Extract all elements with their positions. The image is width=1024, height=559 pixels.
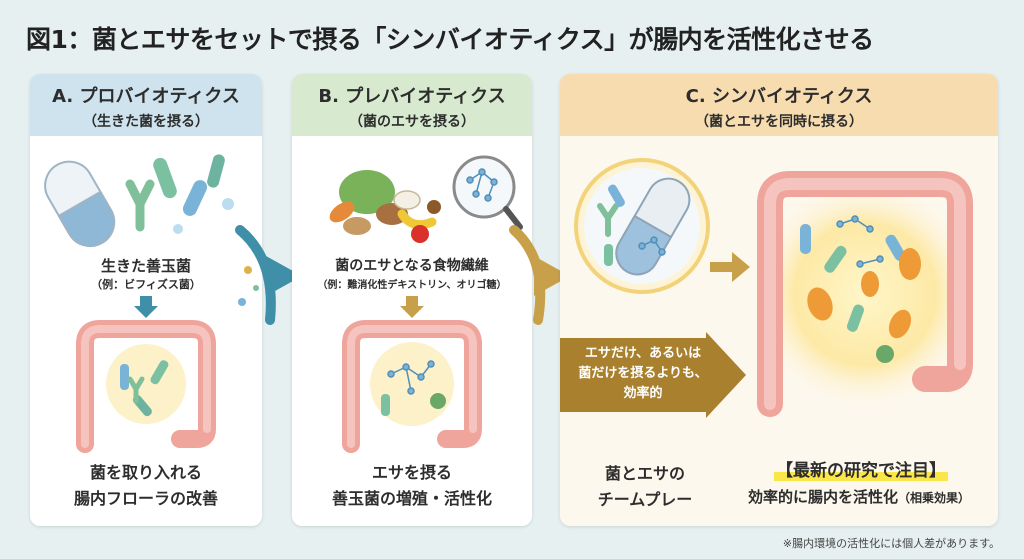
panel-synbiotics-subheading: （菌とエサを同時に摂る） — [695, 114, 863, 130]
arrow-b-to-c-icon — [509, 225, 570, 325]
intestine-illustration — [76, 320, 216, 453]
panel-synbiotics: C. シンバイオティクス （菌とエサを同時に摂る） — [560, 74, 998, 526]
panel-prebiotics-header: B. プレバイオティクス （菌のエサを摂る） — [292, 74, 532, 136]
panel-probiotics: A. プロバイオティクス （生きた菌を摂る） 生きた善玉菌 （例：ビフィズス菌）… — [30, 74, 262, 526]
fiber-foods-illustration — [329, 155, 523, 243]
prebiotic-label: 菌のエサとなる食物繊維 — [335, 258, 489, 274]
synbiotic-caption-right-sub: （相乗効果） — [898, 491, 971, 505]
panel-prebiotics-heading: B. プレバイオティクス — [318, 86, 506, 107]
prebiotic-caption-2: 善玉菌の増殖・活性化 — [331, 489, 492, 508]
synbiotic-caption-right: 効率的に腸内を活性化（相乗効果） — [720, 486, 998, 507]
efficiency-text-3: 効率的 — [623, 386, 663, 401]
figure-title: 図1：菌とエサをセットで摂る「シンバイオティクス」が腸内を活性化させる — [26, 25, 874, 54]
arrow-a-to-b-icon — [235, 225, 302, 325]
footnote: ※腸内環境の活性化には個人差があります。 — [782, 537, 1000, 550]
efficiency-text-2: 菌だけを摂るよりも、 — [578, 366, 708, 381]
synbiotic-caption-left-1: 菌とエサの — [604, 464, 685, 483]
active-intestine-illustration — [747, 171, 983, 417]
down-arrow-icon — [134, 296, 158, 318]
intestine-illustration — [342, 320, 482, 453]
panel-synbiotics-header: C. シンバイオティクス （菌とエサを同時に摂る） — [560, 74, 998, 136]
probiotic-label: 生きた善玉菌 — [100, 257, 191, 275]
panel-prebiotics: B. プレバイオティクス （菌のエサを摂る） 菌のエサとなる食物繊維 （例：難消… — [292, 74, 532, 526]
research-highlight-text: 【最新の研究で注目】 — [774, 461, 948, 481]
synbiotic-capsule-illustration — [574, 158, 710, 294]
synbiotic-caption-left-2: チームプレー — [597, 490, 693, 509]
bacteria-icon — [125, 154, 234, 234]
probiotic-caption-2: 腸内フローラの改善 — [73, 489, 218, 508]
probiotic-capsule-illustration — [44, 154, 234, 248]
synbiotic-caption-right-main: 効率的に腸内を活性化 — [747, 488, 898, 506]
probiotic-caption-1: 菌を取り入れる — [89, 463, 202, 482]
panel-probiotics-heading: A. プロバイオティクス — [52, 86, 240, 107]
arrow-right-icon — [710, 252, 750, 282]
panel-synbiotics-heading: C. シンバイオティクス — [685, 86, 873, 107]
probiotic-label-example: （例：ビフィズス菌） — [91, 278, 201, 291]
panel-prebiotics-subheading: （菌のエサを摂る） — [349, 114, 475, 130]
efficiency-arrow-icon — [560, 332, 746, 418]
efficiency-text-1: エサだけ、あるいは — [584, 346, 702, 361]
research-highlight: 【最新の研究で注目】 — [736, 456, 986, 481]
prebiotic-caption-1: エサを摂る — [371, 463, 452, 482]
down-arrow-icon — [400, 296, 424, 318]
prebiotic-label-example: （例：難消化性デキストリン、オリゴ糖） — [317, 280, 507, 291]
panel-probiotics-subheading: （生きた菌を摂る） — [83, 114, 209, 130]
panel-probiotics-header: A. プロバイオティクス （生きた菌を摂る） — [30, 74, 262, 136]
